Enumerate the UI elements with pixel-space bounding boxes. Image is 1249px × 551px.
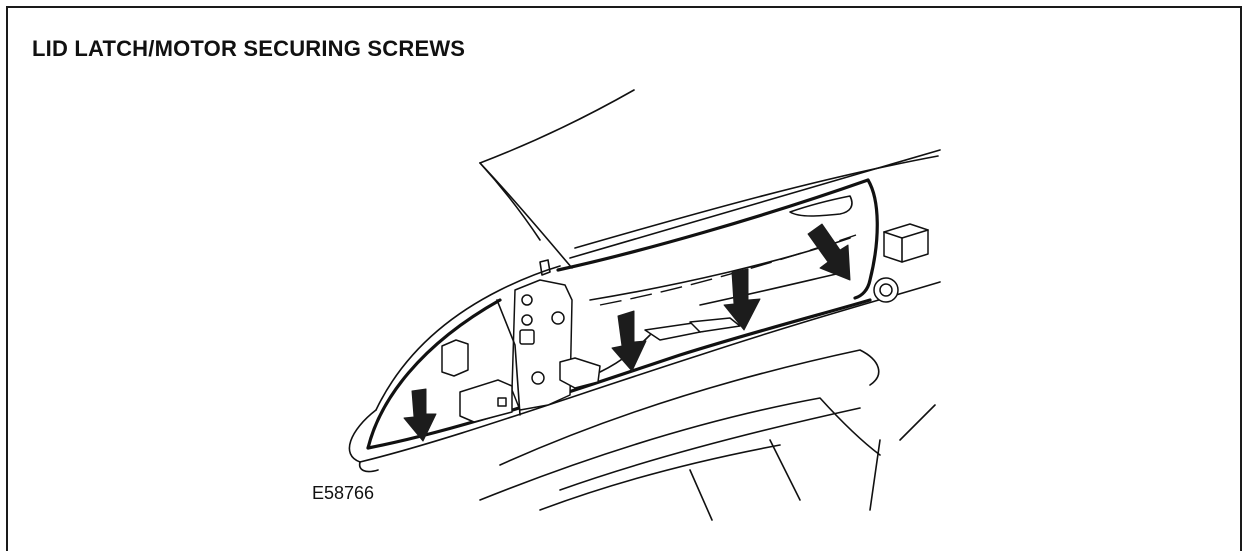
figure-reference: E58766 [312, 483, 375, 503]
screw-arrow-1 [403, 388, 437, 442]
figure-title: LID LATCH/MOTOR SECURING SCREWS [32, 36, 466, 61]
wiring-harness [599, 317, 741, 373]
lid-panel [479, 89, 941, 269]
screw-arrow-4 [807, 223, 851, 281]
latch-motor [441, 339, 601, 423]
trim-panel-outline [348, 265, 941, 473]
screw-arrow-2 [611, 310, 647, 372]
switch-block [873, 223, 929, 303]
screw-arrow-3 [723, 268, 761, 331]
figure-frame [6, 6, 1242, 551]
latch-bracket [496, 259, 573, 416]
lower-panel [479, 349, 936, 521]
